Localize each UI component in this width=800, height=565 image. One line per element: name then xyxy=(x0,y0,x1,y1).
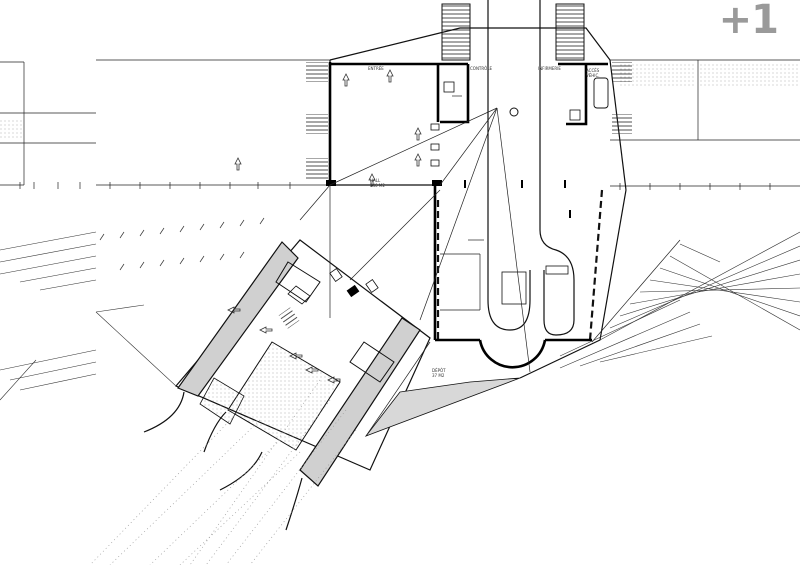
label-control: CONTRÔLE xyxy=(470,66,493,71)
diagonal-connectors xyxy=(299,107,531,373)
flow-arrows xyxy=(227,69,422,384)
central-corridor xyxy=(487,0,575,336)
label-infirmary: INFIRMERIE xyxy=(538,66,561,71)
infirmary-block xyxy=(558,62,609,126)
angled-wing xyxy=(175,239,431,487)
left-context-building xyxy=(0,61,96,186)
stair-tower-left xyxy=(441,3,471,61)
axis-ticks xyxy=(19,182,771,190)
level-badge: +1 xyxy=(718,0,779,43)
left-terrain-hatch xyxy=(0,231,177,401)
lower-main-space xyxy=(433,180,604,369)
left-tick-field xyxy=(99,217,265,271)
site-grid-lines xyxy=(96,59,800,187)
dotted-paths xyxy=(89,379,357,565)
ramp-wedge xyxy=(364,239,681,437)
control-room xyxy=(440,64,470,124)
side-stairs xyxy=(306,62,632,180)
label-entrance: ENTRÉE xyxy=(368,66,384,71)
building-envelope xyxy=(328,27,627,379)
stair-tower-right xyxy=(555,3,585,61)
right-terrain-hatch xyxy=(559,231,800,369)
approach-roads xyxy=(143,391,303,531)
hall-room xyxy=(326,62,468,186)
